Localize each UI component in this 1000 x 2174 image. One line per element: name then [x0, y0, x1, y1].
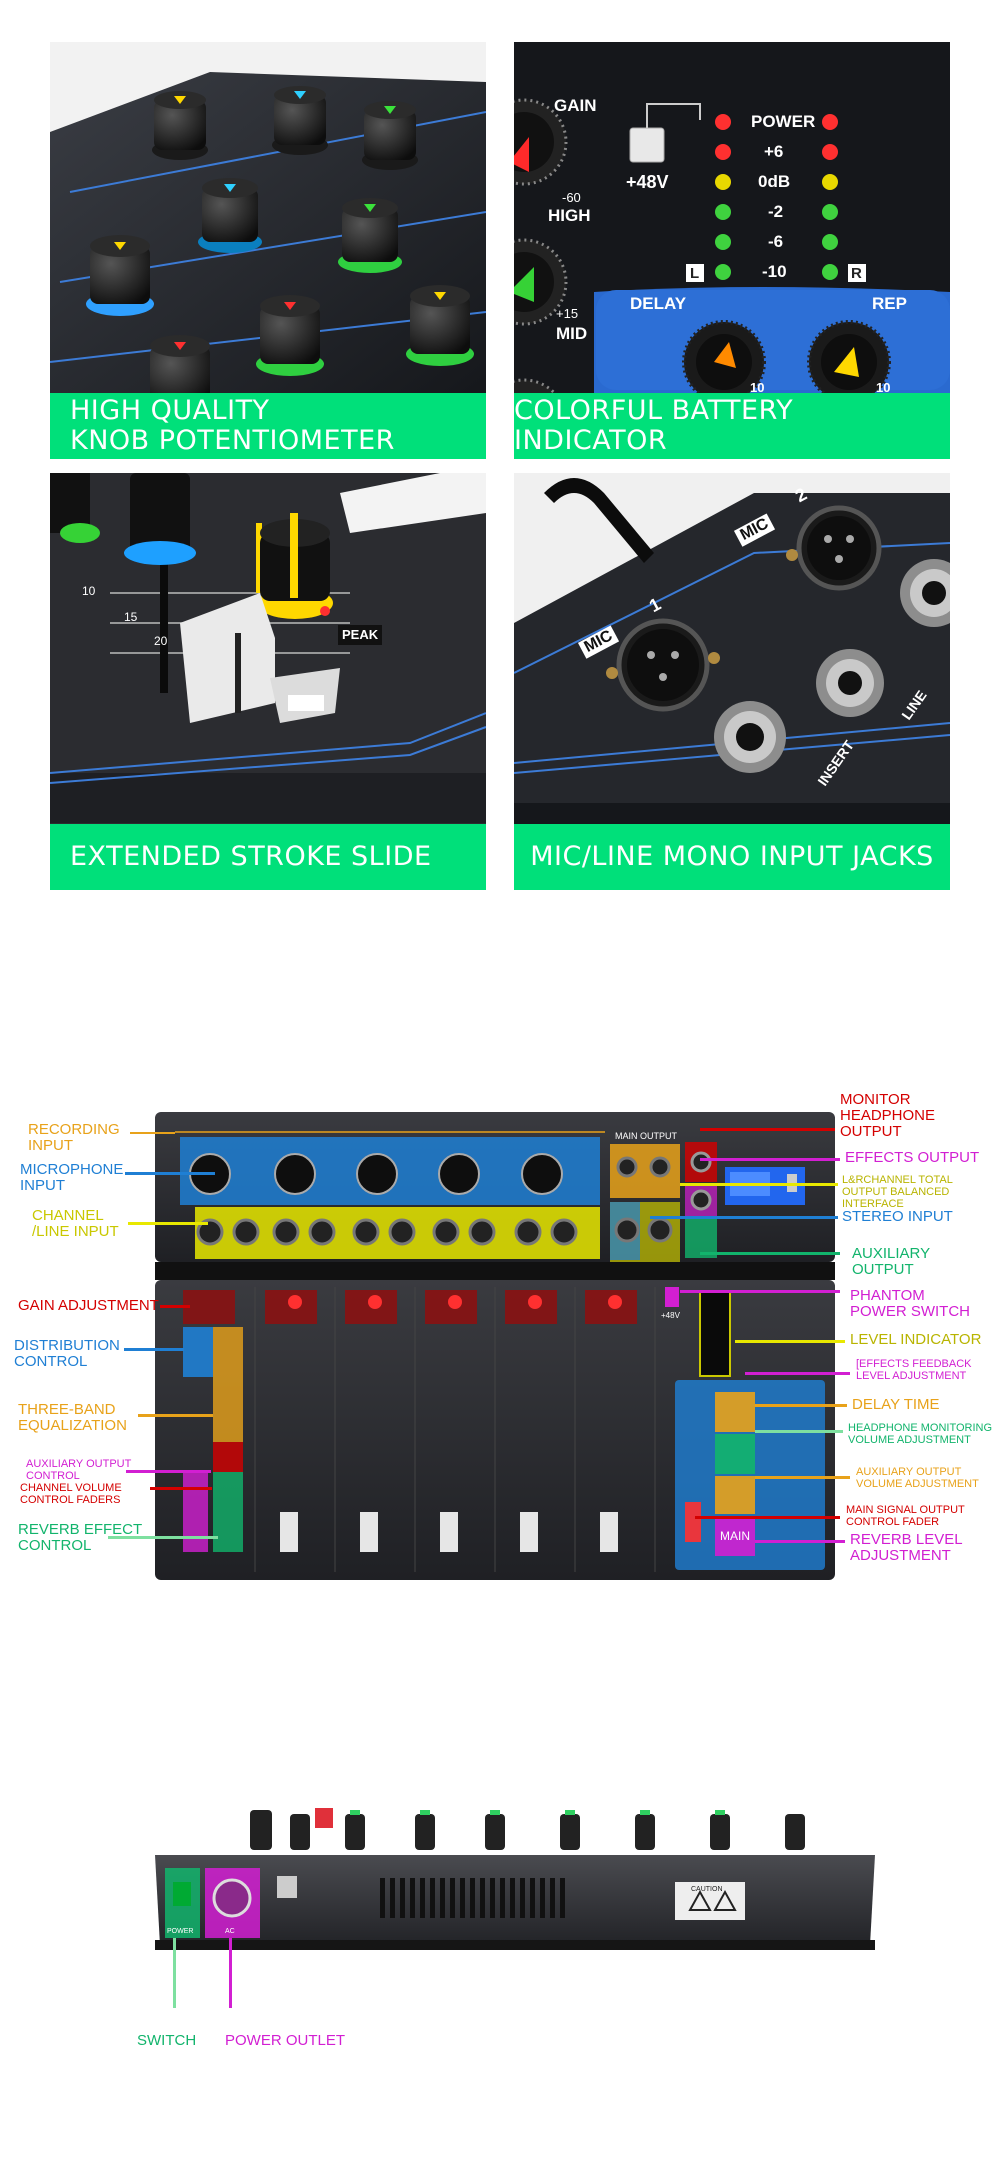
right-channel-label: R: [851, 265, 862, 282]
leader-phantom-power-switch: [680, 1290, 840, 1293]
meter-minus10-label: -10: [762, 262, 787, 281]
leader-aux-output-volume: [755, 1476, 850, 1479]
left-channel-label: L: [690, 265, 700, 282]
gain-label: GAIN: [554, 96, 597, 115]
leader-main-signal-fader: [695, 1516, 840, 1519]
fader-tick-10: 10: [82, 584, 96, 598]
label-power-outlet: POWER OUTLET: [225, 2032, 346, 2049]
leader-auxiliary-output: [700, 1252, 840, 1255]
leader-reverb-effect-control: [108, 1536, 218, 1539]
mixer-48v-label: +48V: [661, 1311, 680, 1320]
slide-caption: EXTENDED STROKE SLIDE: [50, 824, 486, 890]
label-reverb-level: REVERB LEVEL ADJUSTMENT: [850, 1531, 962, 1564]
rear-power-label: POWER: [167, 1928, 194, 1935]
delay-ten-label: 10: [750, 380, 765, 395]
mixer-main-label: MAIN: [720, 1529, 750, 1543]
leader-level-indicator: [735, 1340, 845, 1343]
label-aux-output-control: AUXILIARY OUTPUT CONTROL: [26, 1458, 132, 1482]
knob-caption-line-1: HIGH QUALITY: [70, 395, 270, 426]
fader-photo: [50, 473, 486, 890]
fader-tick-20: 20: [154, 634, 168, 648]
label-stereo-input: STEREO INPUT: [842, 1208, 953, 1225]
meter-minus2-label: -2: [768, 202, 784, 221]
jacks-photo-panel: MIC 1 MIC 2 LINE INSERT MIC/LINE MONO IN…: [514, 473, 950, 890]
mid-label: MID: [556, 324, 588, 343]
delay-label: DELAY: [630, 294, 687, 313]
leader-channel-line-input: [128, 1222, 208, 1225]
label-auxiliary-output: AUXILIARY OUTPUT: [852, 1245, 930, 1278]
leader-recording-input: [130, 1132, 175, 1134]
phantom-48v-label: +48V: [626, 172, 669, 192]
rep-ten-label: 10: [876, 380, 891, 395]
label-phantom-power-switch: PHANTOM POWER SWITCH: [850, 1287, 970, 1320]
rear-ac-label: AC: [225, 1928, 235, 1935]
leader-delay-time: [755, 1404, 847, 1407]
leader-power-outlet: [229, 1938, 232, 2008]
leader-lr-total-output: [680, 1183, 838, 1186]
label-three-band-eq: THREE-BAND EQUALIZATION: [18, 1401, 127, 1434]
leader-effects-feedback: [745, 1372, 850, 1375]
mixer-rear-illustration: [155, 1808, 875, 1950]
rear-caution-label: CAUTION: [691, 1886, 723, 1893]
leader-stereo-input: [650, 1216, 838, 1219]
label-channel-volume-faders: CHANNEL VOLUME CONTROL FADERS: [20, 1482, 122, 1506]
mixer-front-illustration: [155, 1112, 835, 1580]
label-switch: SWITCH: [137, 2032, 197, 2049]
meter-0db-label: 0dB: [758, 172, 791, 191]
meter-plus6-label: +6: [764, 142, 784, 161]
label-level-indicator: LEVEL INDICATOR: [850, 1331, 982, 1348]
plus-15-label: +15: [556, 306, 579, 321]
label-aux-output-volume: AUXILIARY OUTPUT VOLUME ADJUSTMENT: [856, 1466, 979, 1490]
knob-caption-line-2: KNOB POTENTIOMETER: [70, 425, 395, 456]
fader-tick-15: 15: [124, 610, 138, 624]
leader-monitor-headphone-output: [700, 1128, 835, 1131]
label-monitor-headphone-output: MONITOR HEADPHONE OUTPUT: [840, 1091, 936, 1140]
label-recording-input: RECORDING INPUT: [28, 1121, 120, 1154]
leader-gain-adjustment: [160, 1305, 190, 1308]
leader-distribution-control: [124, 1348, 184, 1351]
leader-channel-volume-faders: [150, 1487, 212, 1490]
mixer-rear-diagram: CAUTION POWER AC: [155, 1800, 875, 1970]
meter-power-label: POWER: [751, 112, 816, 131]
label-effects-feedback: [EFFECTS FEEDBACK LEVEL ADJUSTMENT: [856, 1358, 972, 1382]
label-channel-line-input: CHANNEL /LINE INPUT: [32, 1207, 119, 1240]
indicator-photo-panel: GAIN -60 HIGH +15 MID +48V POWER +6 0dB …: [514, 42, 950, 459]
knob-photo-panel: HIGH QUALITY KNOB POTENTIOMETER: [50, 42, 486, 459]
fader-photo-panel: PEAK 10 15 20 EXTENDED STROKE SLIDE: [50, 473, 486, 890]
knob-caption: HIGH QUALITY KNOB POTENTIOMETER: [50, 393, 486, 459]
leader-microphone-input: [125, 1172, 215, 1175]
meter-minus6-label: -6: [768, 232, 784, 251]
mixer-front-diagram: MAIN OUTPUT MAIN +48V: [155, 1112, 835, 1582]
knob-photo: [50, 42, 486, 459]
label-microphone-input: MICROPHONE INPUT: [20, 1161, 124, 1194]
leader-aux-output-control: [126, 1470, 211, 1473]
label-gain-adjustment: GAIN ADJUSTMENT: [18, 1297, 159, 1314]
battery-caption: COLORFUL BATTERY INDICATOR: [514, 393, 950, 459]
minus-60-label: -60: [562, 190, 581, 205]
label-effects-output: EFFECTS OUTPUT: [845, 1149, 980, 1166]
rep-label: REP: [872, 294, 907, 313]
label-reverb-effect-control: REVERB EFFECT CONTROL: [18, 1521, 142, 1554]
leader-reverb-level: [755, 1540, 845, 1543]
label-lr-total-output: L&RCHANNEL TOTAL OUTPUT BALANCED INTERFA…: [842, 1174, 953, 1210]
leader-effects-output: [700, 1158, 840, 1161]
leader-three-band-eq: [138, 1414, 213, 1417]
jacks-caption: MIC/LINE MONO INPUT JACKS: [514, 824, 950, 890]
label-distribution-control: DISTRIBUTION CONTROL: [14, 1337, 120, 1370]
label-delay-time: DELAY TIME: [852, 1396, 940, 1413]
peak-label: PEAK: [338, 625, 383, 645]
high-label: HIGH: [548, 206, 591, 225]
mixer-main-output-label: MAIN OUTPUT: [615, 1131, 677, 1141]
leader-switch: [173, 1938, 176, 2008]
jacks-photo: [514, 473, 950, 890]
leader-headphone-monitoring: [755, 1430, 843, 1433]
label-main-signal-fader: MAIN SIGNAL OUTPUT CONTROL FADER: [846, 1504, 965, 1528]
label-headphone-monitoring: HEADPHONE MONITORING VOLUME ADJUSTMENT: [848, 1422, 993, 1446]
